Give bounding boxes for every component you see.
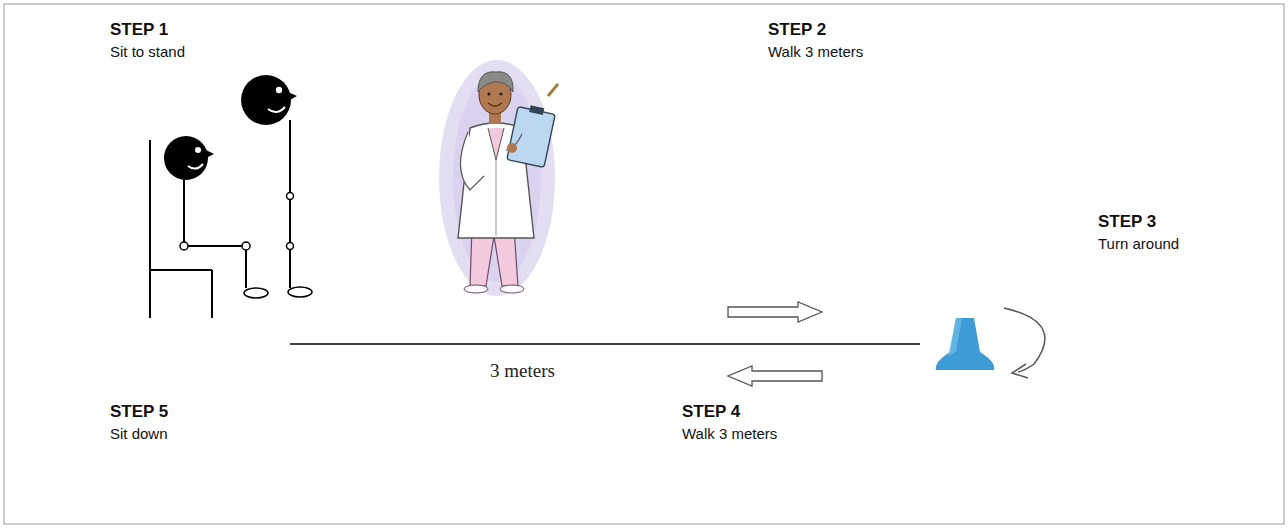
step-description: Sit down bbox=[110, 425, 168, 443]
chair bbox=[211, 270, 213, 318]
clinician-figure bbox=[460, 132, 484, 190]
step-heading: STEP 5 bbox=[110, 402, 168, 422]
standing-figure bbox=[276, 87, 282, 93]
clinician-figure bbox=[487, 92, 490, 95]
turn-arrow bbox=[1004, 308, 1045, 378]
standing-figure bbox=[268, 107, 285, 112]
standing-figure bbox=[241, 75, 291, 125]
seated-figure bbox=[183, 178, 185, 246]
clinician-figure bbox=[464, 285, 488, 293]
frame bbox=[4, 4, 1284, 524]
clinician-figure bbox=[496, 160, 497, 236]
standing-figure bbox=[288, 287, 312, 297]
step-description: Sit to stand bbox=[110, 43, 185, 61]
clinician-figure bbox=[439, 60, 555, 296]
seated-figure bbox=[188, 164, 203, 169]
clinician-figure bbox=[499, 92, 502, 95]
step-heading: STEP 1 bbox=[110, 20, 168, 40]
clinician-figure bbox=[548, 84, 558, 96]
turn-arrow bbox=[1012, 364, 1028, 378]
cone-marker bbox=[936, 318, 994, 370]
step-description: Walk 3 meters bbox=[682, 425, 777, 443]
clinician-figure bbox=[507, 143, 517, 153]
distance-label: 3 meters bbox=[490, 360, 555, 383]
clinician-figure bbox=[529, 105, 544, 115]
clinician-figure bbox=[478, 72, 513, 92]
standing-figure bbox=[287, 193, 294, 200]
seated-figure bbox=[195, 147, 201, 153]
cone-marker bbox=[936, 318, 994, 370]
seated-figure bbox=[206, 150, 214, 158]
step-heading: STEP 3 bbox=[1098, 212, 1156, 232]
turn-arrow bbox=[1004, 308, 1045, 372]
step-heading: STEP 4 bbox=[682, 402, 740, 422]
clinician-figure bbox=[488, 103, 502, 106]
step-description: Turn around bbox=[1098, 235, 1179, 253]
standing-figure bbox=[241, 75, 312, 297]
clinician-figure bbox=[507, 107, 555, 168]
seated-figure bbox=[164, 136, 208, 180]
standing-figure bbox=[287, 243, 294, 250]
chair bbox=[150, 269, 212, 271]
cone-marker bbox=[948, 318, 962, 356]
clinician-figure bbox=[439, 60, 558, 296]
chair bbox=[149, 140, 151, 318]
clinician-figure bbox=[500, 285, 524, 293]
seated-figure bbox=[180, 242, 188, 250]
standing-figure bbox=[288, 92, 297, 101]
direction-arrow bbox=[728, 302, 822, 386]
step-heading: STEP 2 bbox=[768, 20, 826, 40]
standing-figure bbox=[289, 120, 291, 288]
seated-figure bbox=[184, 245, 246, 247]
direction-arrow bbox=[728, 302, 822, 322]
seated-figure bbox=[164, 136, 268, 298]
seated-figure bbox=[242, 242, 250, 250]
direction-arrow bbox=[728, 366, 822, 386]
seated-figure bbox=[245, 246, 247, 288]
seated-figure bbox=[244, 288, 268, 298]
distance-line bbox=[290, 343, 920, 345]
clinician-figure bbox=[488, 128, 504, 160]
step-description: Walk 3 meters bbox=[768, 43, 863, 61]
